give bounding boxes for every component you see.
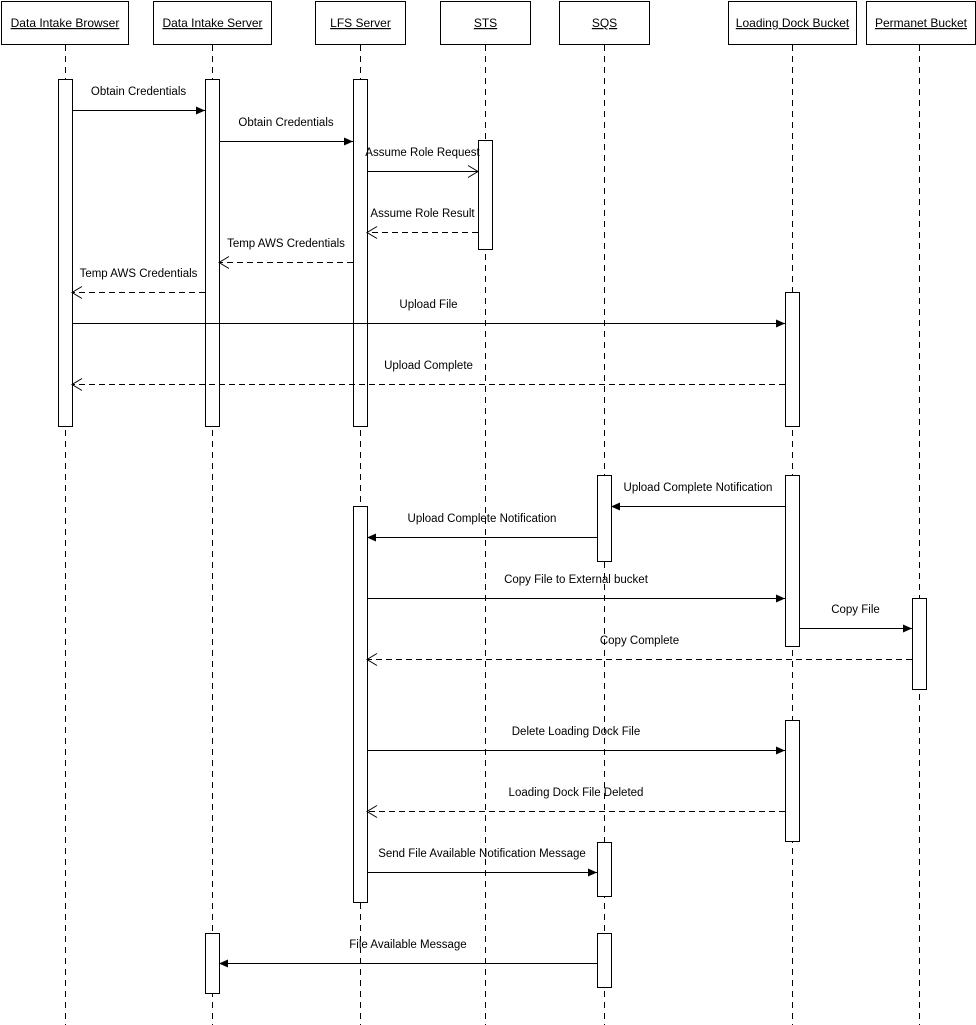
message-m8: Upload Complete xyxy=(71,360,785,391)
arrowhead xyxy=(366,226,378,239)
arrowhead xyxy=(903,624,912,633)
actor-box xyxy=(728,1,857,45)
actor-label: Permanet Bucket xyxy=(875,16,968,30)
actor-label: Data Intake Server xyxy=(162,16,262,30)
arrowhead xyxy=(467,165,479,178)
activation-bars xyxy=(58,79,927,994)
actor-label: SQS xyxy=(592,16,617,30)
message-label: Copy File xyxy=(831,604,880,616)
arrowhead xyxy=(344,137,353,146)
actor-lfs: LFS Server xyxy=(315,1,406,45)
arrowhead xyxy=(776,594,785,603)
message-label: Upload Complete xyxy=(384,360,473,372)
message-m6: Temp AWS Credentials xyxy=(71,268,205,299)
actor-label: Data Intake Browser xyxy=(11,16,120,30)
message-m1: Obtain Credentials xyxy=(72,86,205,115)
arrowhead xyxy=(366,805,378,818)
message-m5: Temp AWS Credentials xyxy=(218,238,353,269)
message-label: Delete Loading Dock File xyxy=(512,726,641,738)
message-m4: Assume Role Result xyxy=(366,208,478,239)
actor-sts: STS xyxy=(440,1,531,45)
actor-label: STS xyxy=(474,16,497,30)
message-m3: Assume Role Request xyxy=(365,147,481,178)
message-label: Loading Dock File Deleted xyxy=(509,787,644,799)
message-m15: Loading Dock File Deleted xyxy=(366,787,785,818)
activation-bar-sqs xyxy=(597,933,612,988)
activation-bar-ldb xyxy=(785,475,800,647)
actors: Data Intake Browser Data Intake Server LFS… xyxy=(1,1,976,45)
activation-bar-lfs xyxy=(353,79,368,427)
message-m14: Delete Loading Dock File xyxy=(367,726,785,755)
message-m10: Upload Complete Notification xyxy=(367,513,597,542)
message-m7: Upload File xyxy=(72,299,785,328)
activation-bar-sqs xyxy=(597,842,612,897)
message-m13: Copy Complete xyxy=(366,635,912,666)
activation-bar-ldb xyxy=(785,720,800,842)
message-label: Obtain Credentials xyxy=(91,86,186,98)
message-label: Send File Available Notification Message xyxy=(378,848,586,860)
actor-label: Loading Dock Bucket xyxy=(736,16,850,30)
message-label: Assume Role Result xyxy=(370,208,475,220)
message-m12: Copy File xyxy=(799,604,912,633)
message-m2: Obtain Credentials xyxy=(219,117,353,146)
activation-bar-browser xyxy=(58,79,73,427)
actor-pb: Permanet Bucket xyxy=(866,1,976,45)
actor-box xyxy=(1,1,129,45)
actor-label: LFS Server xyxy=(330,16,391,30)
arrowhead xyxy=(588,868,597,877)
actor-box xyxy=(440,1,531,45)
message-label: Copy File to External bucket xyxy=(504,574,649,586)
message-label: Upload Complete Notification xyxy=(624,482,773,494)
arrowhead xyxy=(367,533,376,542)
message-label: File Available Message xyxy=(349,939,466,951)
activation-bar-ldb xyxy=(785,292,800,427)
actor-box xyxy=(153,1,272,45)
actor-ldb: Loading Dock Bucket xyxy=(728,1,857,45)
activation-bar-dis xyxy=(205,79,220,427)
message-m9: Upload Complete Notification xyxy=(611,482,785,511)
message-label: Upload Complete Notification xyxy=(408,513,557,525)
arrowhead xyxy=(71,378,83,391)
message-label: Obtain Credentials xyxy=(238,117,333,129)
actor-dis: Data Intake Server xyxy=(153,1,272,45)
message-label: Temp AWS Credentials xyxy=(80,268,198,280)
message-label: Upload File xyxy=(399,299,457,311)
message-label: Temp AWS Credentials xyxy=(227,238,345,250)
arrowhead xyxy=(611,502,620,511)
activation-bar-sts xyxy=(478,140,493,250)
message-m11: Copy File to External bucket xyxy=(367,574,785,603)
message-label: Copy Complete xyxy=(600,635,679,647)
actor-box xyxy=(315,1,406,45)
message-label: Assume Role Request xyxy=(365,147,480,159)
message-m17: File Available Message xyxy=(219,939,597,968)
message-m16: Send File Available Notification Message xyxy=(367,848,597,877)
activation-bar-pb xyxy=(912,598,927,690)
arrowhead xyxy=(776,319,785,328)
actor-browser: Data Intake Browser xyxy=(1,1,129,45)
arrowhead xyxy=(776,746,785,755)
actor-sqs: SQS xyxy=(559,1,650,45)
actor-box xyxy=(559,1,650,45)
activation-bar-lfs xyxy=(353,506,368,903)
arrowhead xyxy=(366,653,378,666)
actor-box xyxy=(866,1,976,45)
arrowhead xyxy=(71,286,83,299)
activation-bar-sqs xyxy=(597,475,612,562)
activation-bar-dis xyxy=(205,933,220,994)
arrowhead xyxy=(218,256,230,269)
arrowhead xyxy=(219,959,228,968)
arrowhead xyxy=(196,106,205,115)
